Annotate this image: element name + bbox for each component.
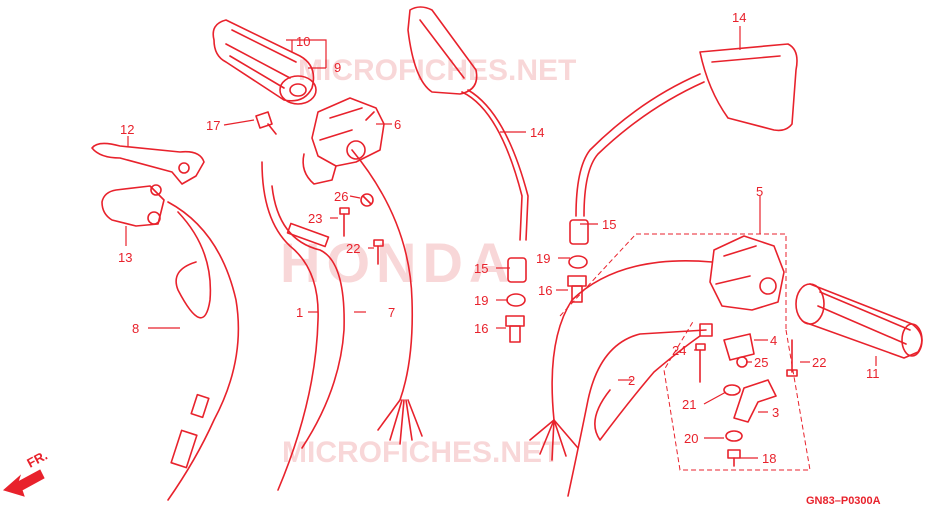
callout-6: 6: [394, 117, 401, 132]
callout-1: 1: [296, 305, 303, 320]
drawing-code: GN83–P0300A: [806, 495, 881, 507]
callout-22-left: 22: [346, 241, 360, 256]
callout-18: 18: [762, 451, 776, 466]
clutch-lever[interactable]: [91, 142, 205, 185]
watermark-site-top: MICROFICHES.NET: [298, 54, 576, 87]
callout-13: 13: [118, 250, 132, 265]
callout-3: 3: [772, 405, 779, 420]
callout-10: 10: [296, 34, 310, 49]
mirror-adapter-15-right[interactable]: [569, 219, 589, 245]
right-grip[interactable]: [795, 283, 923, 359]
bolt-16-left[interactable]: [505, 315, 525, 343]
front-direction-label: FR.: [24, 448, 50, 471]
callout-17: 17: [206, 118, 220, 133]
right-switch-harness[interactable]: [529, 260, 713, 461]
lever-holder[interactable]: [101, 184, 165, 227]
watermark-site-bottom: MICROFICHES.NET: [282, 436, 560, 469]
callout-19-left: 19: [474, 293, 488, 308]
plate-3[interactable]: [733, 379, 777, 423]
clutch-cable[interactable]: [167, 201, 240, 501]
watermark-brand: HONDA: [280, 231, 515, 294]
callout-15-left: 15: [474, 261, 488, 276]
bolt-24[interactable]: [695, 343, 706, 383]
right-switch-housing[interactable]: [709, 235, 785, 311]
callout-24: 24: [672, 343, 686, 358]
callout-12: 12: [120, 122, 134, 137]
bolt-18[interactable]: [727, 449, 741, 467]
callout-2: 2: [628, 373, 635, 388]
nut-19-right[interactable]: [568, 255, 588, 269]
callout-9: 9: [334, 60, 341, 75]
callout-19-right: 19: [536, 251, 550, 266]
callouts: 10 9 6 17 12 13 8 1 7 14 14 15 15 19 16 …: [118, 10, 880, 466]
washer-21[interactable]: [723, 384, 741, 396]
callout-7: 7: [388, 305, 395, 320]
left-switch-housing[interactable]: [302, 97, 385, 185]
callout-15-right: 15: [602, 217, 616, 232]
callout-26: 26: [334, 189, 348, 204]
callout-20: 20: [684, 431, 698, 446]
assembly-outline-right: [663, 319, 811, 471]
left-grip[interactable]: [212, 19, 317, 105]
callout-22-right: 22: [812, 355, 826, 370]
screw-22-left[interactable]: [373, 239, 384, 265]
callout-16-right: 16: [538, 283, 552, 298]
callout-23: 23: [308, 211, 322, 226]
callout-14-right: 14: [732, 10, 746, 25]
callout-8: 8: [132, 321, 139, 336]
screw-17[interactable]: [255, 111, 277, 135]
callout-4: 4: [770, 333, 777, 348]
assembly-outline-left: [559, 233, 787, 330]
screw-22-right[interactable]: [786, 339, 798, 377]
screw-25[interactable]: [736, 356, 748, 368]
callout-25: 25: [754, 355, 768, 370]
callout-14-left: 14: [530, 125, 544, 140]
right-mirror[interactable]: [575, 43, 798, 217]
washer-20[interactable]: [725, 430, 743, 442]
callout-5: 5: [756, 184, 763, 199]
bolt-16-right[interactable]: [567, 275, 587, 303]
throttle-cable[interactable]: [261, 161, 345, 491]
brake-switch-cable[interactable]: [567, 323, 713, 497]
left-mirror[interactable]: [407, 6, 529, 241]
left-switch-harness[interactable]: [351, 149, 423, 445]
bracket-4[interactable]: [723, 333, 755, 361]
screw-26[interactable]: [360, 193, 374, 207]
mirror-adapter-15-left[interactable]: [507, 257, 527, 283]
callout-21: 21: [682, 397, 696, 412]
front-direction-arrow: FR.: [2, 448, 50, 497]
screw-23[interactable]: [339, 207, 350, 237]
nut-19-left[interactable]: [506, 293, 526, 307]
callout-11: 11: [866, 366, 880, 381]
callout-16-left: 16: [474, 321, 488, 336]
leader-lines: [125, 26, 877, 459]
